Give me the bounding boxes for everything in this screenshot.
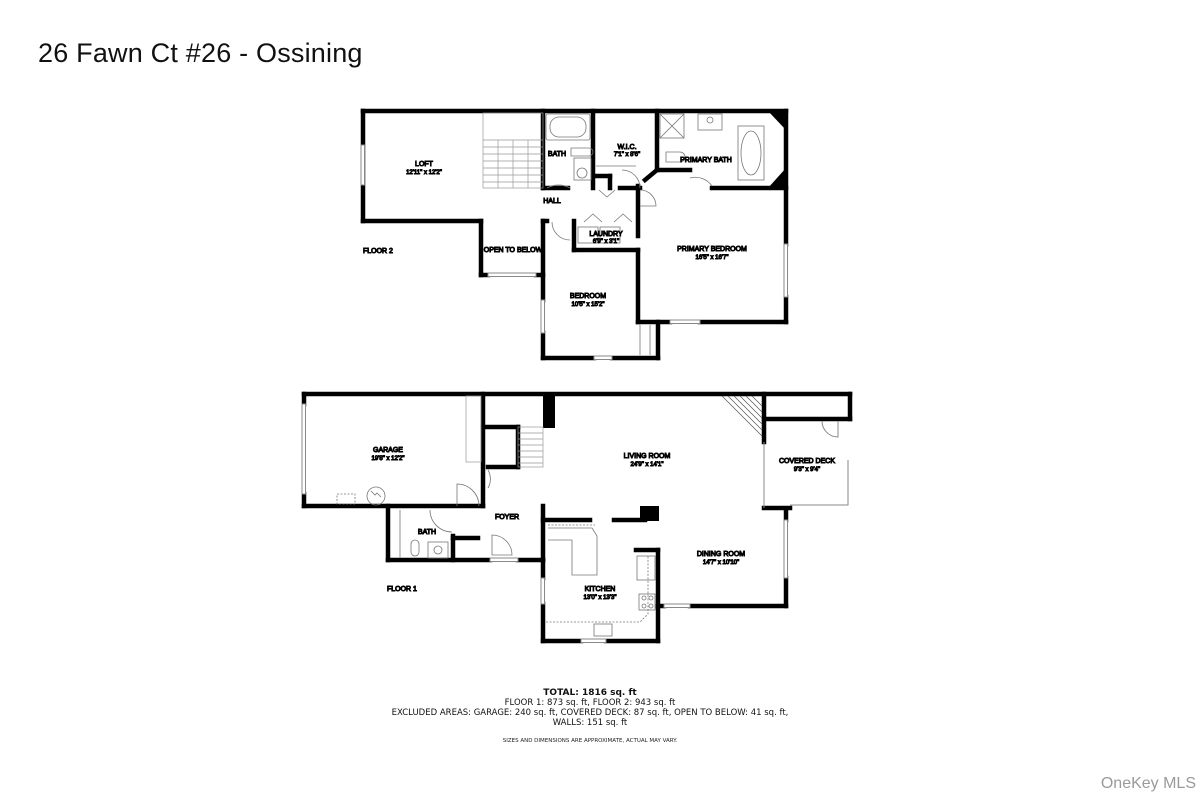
room-label-kitchen: KITCHEN <box>585 586 616 593</box>
room-label-loft: LOFT <box>415 161 434 168</box>
room-dims-bedroom: 10'5" x 15'2" <box>572 302 605 308</box>
room-label-garage: GARAGE <box>373 447 403 454</box>
room-label-bath-lower: BATH <box>418 529 436 536</box>
total-area: TOTAL: 1816 sq. ft <box>543 688 637 698</box>
room-label-primary-bedroom: PRIMARY BEDROOM <box>677 246 747 253</box>
room-dims-kitchen: 13'0" x 13'3" <box>584 595 617 601</box>
excluded-areas: EXCLUDED AREAS: GARAGE: 240 sq. ft, COVE… <box>391 708 789 718</box>
room-dims-dining-room: 14'7" x 10'10" <box>703 560 739 566</box>
room-label-laundry: LAUNDRY <box>589 231 623 238</box>
watermark-onekey-mls: OneKey MLS <box>1100 775 1196 792</box>
floor-2-plan: LOFT 12'11" x 12'2" BATH W.I.C. 7'1" x 8… <box>360 108 789 361</box>
room-label-primary-bath: PRIMARY BATH <box>680 157 732 164</box>
floor-1-label: FLOOR 1 <box>387 586 417 593</box>
listing-title: 26 Fawn Ct #26 - Ossining <box>38 38 363 68</box>
floor-2-label: FLOOR 2 <box>363 248 393 255</box>
room-dims-living-room: 24'9" x 14'1" <box>631 462 664 468</box>
room-dims-garage: 19'8" x 12'2" <box>372 456 405 462</box>
disclaimer: SIZES AND DIMENSIONS ARE APPROXIMATE, AC… <box>502 738 678 744</box>
floor-1-plan: GARAGE 19'8" x 12'2" LIVING ROOM 24'9" x… <box>301 391 853 644</box>
room-label-bath-upper: BATH <box>548 151 566 158</box>
room-label-wic: W.I.C. <box>617 144 636 151</box>
room-label-covered-deck: COVERED DECK <box>779 458 835 465</box>
room-dims-laundry: 6'9" x 3'1" <box>593 239 619 245</box>
area-summary: TOTAL: 1816 sq. ft FLOOR 1: 873 sq. ft, … <box>340 688 840 746</box>
room-label-bedroom: BEDROOM <box>570 293 606 300</box>
room-dims-loft: 12'11" x 12'2" <box>406 170 442 176</box>
room-label-hall: HALL <box>543 198 561 205</box>
room-dims-wic: 7'1" x 8'6" <box>614 152 640 158</box>
floor-areas: FLOOR 1: 873 sq. ft, FLOOR 2: 943 sq. ft <box>504 698 676 708</box>
room-label-living-room: LIVING ROOM <box>624 453 671 460</box>
room-label-dining-room: DINING ROOM <box>697 551 745 558</box>
room-label-open-to-below: OPEN TO BELOW <box>484 247 543 254</box>
room-dims-covered-deck: 9'3" x 9'4" <box>794 467 820 473</box>
walls-area: WALLS: 151 sq. ft <box>552 718 628 728</box>
room-label-foyer: FOYER <box>495 514 519 521</box>
room-dims-primary-bedroom: 16'5" x 16'7" <box>696 255 729 261</box>
